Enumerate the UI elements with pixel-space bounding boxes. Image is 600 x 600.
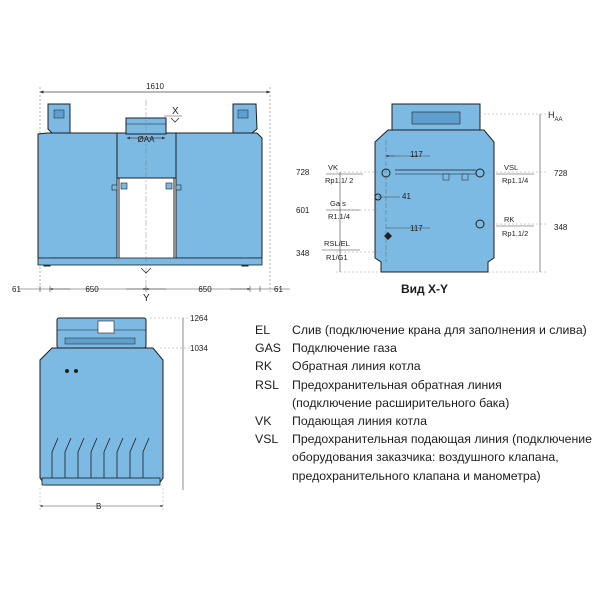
right-top-cap	[232, 103, 258, 134]
vsl-port-icon	[475, 168, 485, 178]
rsl-el-label: RSL/EL	[324, 239, 350, 248]
offset-117-top: 117	[410, 150, 423, 159]
width-b-label: B	[96, 502, 101, 511]
left-height-348: 348	[296, 249, 310, 258]
dim-650-left: 650	[85, 285, 99, 294]
center-opening	[118, 177, 175, 261]
flue-diameter-label: ØAA	[138, 135, 156, 144]
rsl-el-size-label: R1/G1	[326, 253, 348, 262]
left-height-728: 728	[296, 168, 310, 177]
right-boiler-section	[175, 132, 263, 267]
left-height-601: 601	[296, 206, 310, 215]
legend-text: Обратная линия котла	[292, 359, 421, 374]
side-body	[374, 129, 495, 273]
side-view-title: Вид X-Y	[401, 282, 448, 296]
legend-row: VSL Предохранительная подающая линия (по…	[255, 430, 595, 485]
lower-body	[39, 347, 164, 486]
body-height-1034: 1034	[190, 344, 208, 353]
side-view: 117 41 117 728 601 348 VK Rp1.1/ 2 Ga s …	[296, 103, 568, 273]
section-y-marker: Y	[143, 293, 150, 304]
legend-code: RSL	[255, 377, 279, 392]
legend-row: EL Слив (подключение крана для заполнени…	[255, 321, 595, 339]
rk-port-icon	[475, 219, 485, 229]
legend-row: GAS Подключение газа	[255, 339, 595, 357]
total-width-label: 1610	[146, 82, 164, 91]
rk-label: RK	[504, 215, 514, 224]
ventilation-louvres	[51, 437, 150, 478]
legend-code: VSL	[255, 432, 279, 447]
vsl-label: VSL	[504, 163, 518, 172]
height-haa-label: HAA	[548, 110, 563, 123]
gas-size-label: R1.1/4	[328, 212, 350, 221]
legend-row: RSL Предохранительная обратная линия (по…	[255, 376, 595, 412]
top-height-1264: 1264	[190, 314, 208, 323]
legend-text: Предохранительная обратная линия (подклю…	[292, 377, 510, 410]
legend-text: Подающая линия котла	[292, 414, 427, 429]
right-height-348: 348	[554, 223, 568, 232]
legend-code: EL	[255, 323, 271, 337]
legend-code: GAS	[255, 341, 281, 356]
vk-label: VK	[328, 163, 338, 172]
front-view: 1610 ØAA X Y	[12, 82, 290, 304]
legend-text: Предохранительная подающая линия (подклю…	[292, 432, 592, 483]
dim-61-right: 61	[274, 285, 283, 294]
right-height-728: 728	[554, 169, 568, 178]
control-display	[97, 320, 115, 334]
legend-code: RK	[255, 359, 273, 374]
dim-61-left: 61	[12, 285, 21, 294]
vsl-size-label: Rp1.1/4	[502, 176, 528, 185]
legend-row: RK Обратная линия котла	[255, 357, 595, 375]
section-x-marker: X	[172, 106, 179, 117]
legend-row: VK Подающая линия котла	[255, 412, 595, 430]
legend-text: Подключение газа	[292, 341, 397, 356]
legend-code: VK	[255, 414, 272, 429]
dim-650-right: 650	[198, 285, 212, 294]
offset-117-bottom: 117	[410, 224, 423, 233]
offset-41: 41	[402, 192, 411, 201]
vk-size-label: Rp1.1/ 2	[325, 176, 353, 185]
gas-label: Ga s	[330, 199, 346, 208]
lower-front-view: 1264 1034 B	[39, 314, 208, 512]
base-plinth	[37, 257, 263, 266]
legend: EL Слив (подключение крана для заполнени…	[255, 321, 595, 485]
legend-text: Слив (подключение крана для заполнения и…	[292, 323, 587, 337]
left-boiler-section	[37, 132, 118, 267]
rk-size-label: Rp1.1/2	[502, 229, 528, 238]
left-top-cap	[47, 103, 71, 134]
